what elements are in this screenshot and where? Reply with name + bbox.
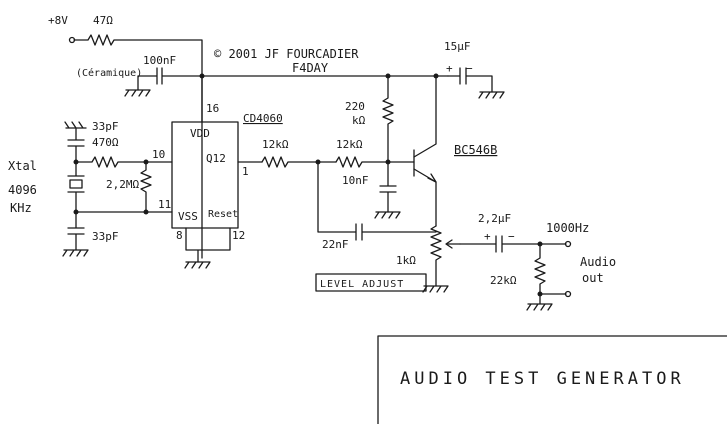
transistor-collector: [413, 75, 437, 158]
supply-voltage-label: +8V: [48, 14, 68, 27]
audio-out-label-2: out: [582, 271, 604, 285]
ic-name-label: CD4060: [243, 112, 283, 125]
filter-c1-label: 10nF: [342, 174, 369, 187]
supply-cap-label: 15µF: [444, 40, 471, 53]
supply-resistor-47r: [73, 34, 203, 259]
supply-capacitor-section: [447, 67, 505, 99]
ic-pin8-label: 8: [176, 229, 183, 242]
ic-ground-pins: [185, 227, 231, 263]
level-potentiometer: [430, 225, 442, 287]
filter-r2-label: 12kΩ: [336, 138, 363, 151]
bias-resistor: [382, 75, 394, 163]
potentiometer-label: 1kΩ: [396, 254, 416, 267]
filter-resistor-1: [261, 156, 337, 168]
crystal: [67, 161, 85, 213]
crystal-cap-bottom-label: 33pF: [92, 230, 119, 243]
crystal-cap-top: [67, 127, 85, 163]
crystal-section: [62, 121, 173, 257]
load-resistor: [534, 243, 546, 295]
ic-vss-label: VSS: [178, 210, 198, 223]
crystal-r-feedback-label: 2,2MΩ: [106, 178, 139, 191]
feedback-resistor: [140, 161, 152, 213]
crystal-series-resistor: [75, 156, 173, 168]
audio-ground-terminal: [564, 290, 572, 298]
level-adjust-box: [315, 273, 427, 292]
decoupling-capacitor: [137, 67, 203, 91]
junction-dot: [143, 209, 149, 215]
ground-symbol: [374, 211, 401, 219]
crystal-label: Xtal: [8, 159, 37, 173]
ground-symbol: [62, 249, 89, 257]
supply-capacitor: [447, 67, 493, 93]
filter-c2-label: 22nF: [322, 238, 349, 251]
title-block-text: AUDIO TEST GENERATOR: [400, 369, 685, 389]
crystal-cap-bottom: [67, 211, 85, 251]
filter-r1-label: 12kΩ: [262, 138, 289, 151]
filter-capacitor-2: [317, 161, 437, 241]
decoupling-cap-label: 100nF: [143, 54, 176, 67]
ground-symbol: [526, 293, 553, 311]
ic-body: [171, 121, 239, 229]
ic-cd4060: [171, 75, 263, 269]
ic-reset-label: Reset: [208, 209, 238, 220]
load-resistor-label: 22kΩ: [490, 274, 517, 287]
ic-pin1-label: 1: [242, 165, 249, 178]
crystal-cap-top-label: 33pF: [92, 120, 119, 133]
potentiometer-wiper: [445, 239, 461, 249]
audio-out-terminal: [564, 240, 572, 248]
ground-symbol: [64, 121, 87, 129]
crystal-unit-label: KHz: [10, 201, 32, 215]
polarity-plus-out: +: [484, 230, 491, 243]
polarity-minus: −: [466, 62, 473, 75]
crystal-freq-label: 4096: [8, 183, 37, 197]
ground-symbol: [124, 89, 151, 97]
output-cap-label: 2,2µF: [478, 212, 511, 225]
ground-symbol: [478, 91, 505, 99]
bias-resistor-value: 220: [345, 100, 365, 113]
title-block-frame: [377, 335, 727, 424]
ic-q12-label: Q12: [206, 152, 226, 165]
bias-resistor-unit: kΩ: [352, 114, 366, 127]
labels: +8V 47Ω (Céramique) 100nF © 2001 JF FOUR…: [8, 14, 685, 389]
ic-vdd-label: VDD: [190, 127, 210, 140]
ground-symbol: [184, 261, 211, 269]
ic-pin12-label: 12: [232, 229, 245, 242]
filter-capacitor-1: [379, 161, 397, 213]
polarity-plus: +: [446, 62, 453, 75]
callsign-text: F4DAY: [292, 61, 329, 75]
ground-symbol: [422, 285, 449, 293]
level-adjust-label: LEVEL ADJUST: [320, 279, 404, 290]
copyright-text: © 2001 JF FOURCADIER: [214, 47, 359, 61]
ic-pin11-label: 11: [158, 198, 171, 211]
audio-out-label-1: Audio: [580, 255, 616, 269]
filter-resistor-2: [335, 156, 415, 168]
ic-pin16-label: 16: [206, 102, 219, 115]
ceramic-note: (Céramique): [76, 67, 142, 79]
filter-section: [261, 75, 437, 241]
transistor-label: BC546B: [454, 143, 497, 157]
ic-pin10-label: 10: [152, 148, 165, 161]
output-frequency-label: 1000Hz: [546, 221, 589, 235]
transistor-arrow: [427, 173, 437, 183]
output-capacitor: [459, 235, 567, 253]
crystal-r-series-label: 470Ω: [92, 136, 119, 149]
supply-resistor-label: 47Ω: [93, 14, 113, 27]
polarity-minus-out: −: [508, 230, 515, 243]
output-section: [413, 75, 572, 311]
